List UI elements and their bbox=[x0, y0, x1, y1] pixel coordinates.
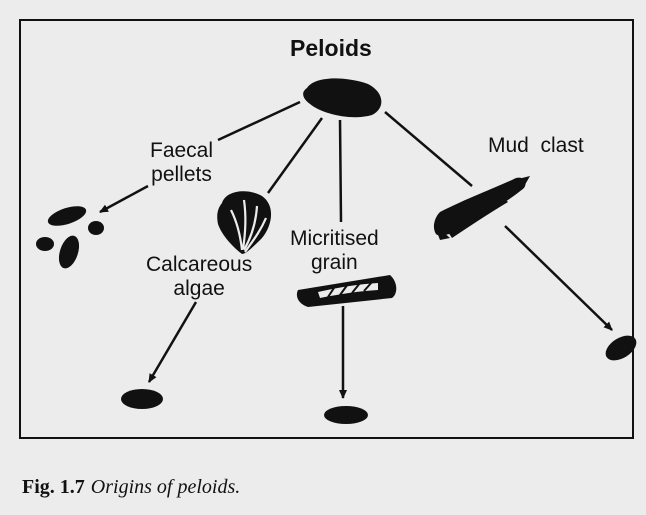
faecal-pellets-label: Faecal pellets bbox=[150, 139, 213, 187]
line-to-mud-clast bbox=[385, 112, 472, 186]
calcareous-algae-label: Calcareous algae bbox=[146, 253, 252, 301]
figure-caption: Fig. 1.7 Origins of peloids. bbox=[22, 476, 240, 499]
arrow-mudclast-to-peloid bbox=[505, 226, 612, 330]
micritised-grain-label-line1: Micritised bbox=[290, 227, 379, 251]
mud-clast-shape bbox=[434, 176, 530, 240]
arrow-to-faecal-pellets bbox=[100, 186, 148, 212]
resulting-peloid bbox=[121, 389, 163, 409]
micritised-grain-label-line2: grain bbox=[290, 251, 379, 275]
micritised-grain bbox=[297, 275, 396, 307]
calcareous-algae-label-line2: algae bbox=[146, 277, 252, 301]
arrow-algae-to-peloid bbox=[149, 302, 196, 382]
resulting-peloid bbox=[601, 331, 640, 366]
mud-clast-label: Mud clast bbox=[488, 134, 584, 158]
faecal-pellet bbox=[46, 202, 89, 230]
diagram-title: Peloids bbox=[290, 36, 372, 60]
line-to-faecal bbox=[218, 102, 300, 140]
faecal-pellets-label-line1: Faecal bbox=[150, 139, 213, 163]
faecal-pellet bbox=[36, 237, 54, 251]
faecal-pellet bbox=[88, 221, 104, 235]
line-to-micritised bbox=[340, 120, 341, 222]
resulting-peloid bbox=[324, 406, 368, 424]
faecal-pellet bbox=[55, 233, 83, 271]
caption-text: Origins of peloids. bbox=[91, 476, 240, 498]
calcareous-algae-grain bbox=[217, 191, 271, 254]
faecal-pellets-label-line2: pellets bbox=[150, 163, 213, 187]
figure-number: Fig. 1.7 bbox=[22, 476, 85, 498]
central-peloid-shape bbox=[303, 78, 381, 117]
calcareous-algae-label-line1: Calcareous bbox=[146, 253, 252, 277]
line-to-algae bbox=[268, 118, 322, 193]
micritised-grain-label: Micritised grain bbox=[290, 227, 379, 275]
